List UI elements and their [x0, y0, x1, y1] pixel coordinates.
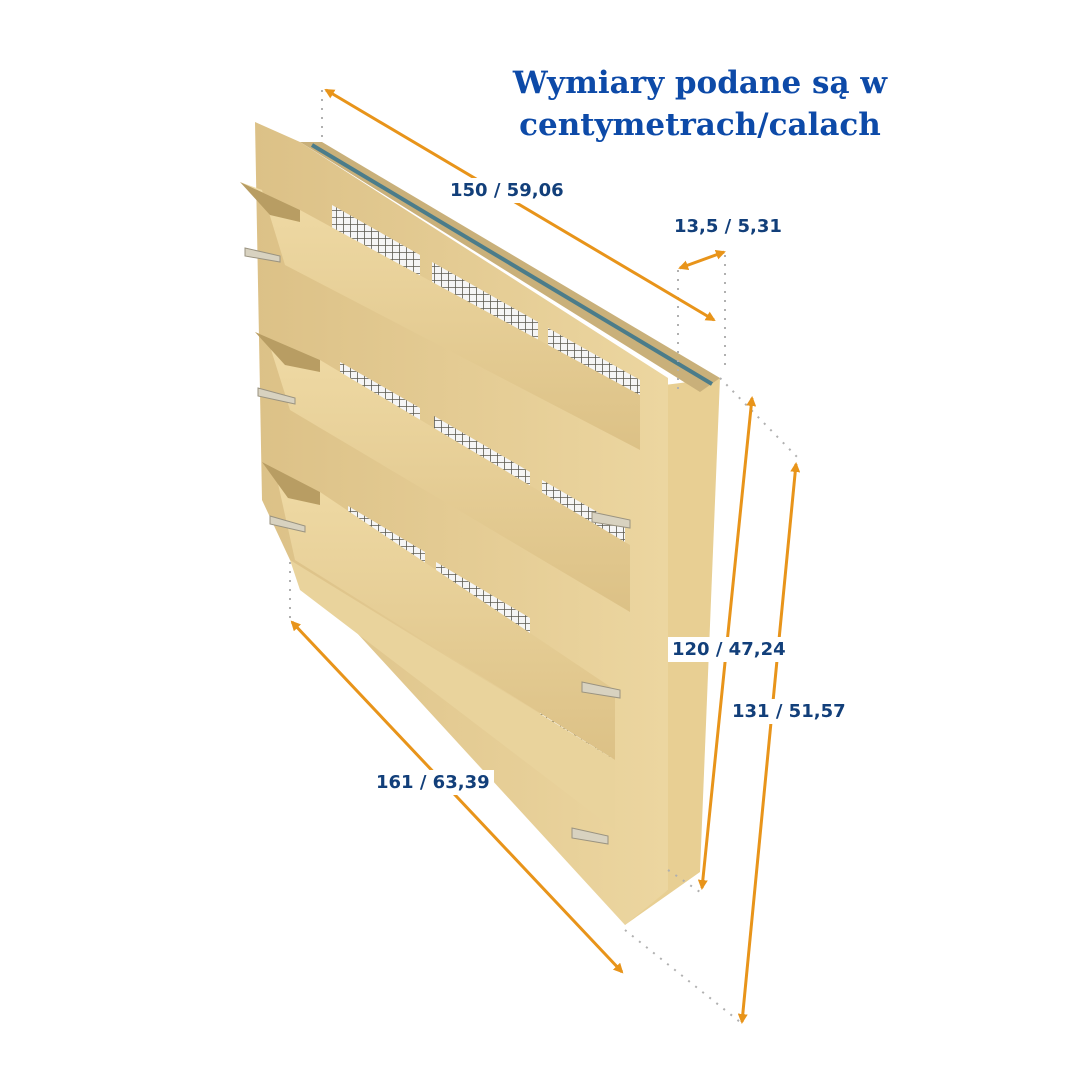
dimension-width-top: 150 / 59,06	[446, 178, 568, 203]
arrow-width-bottom	[290, 620, 624, 974]
arrow-height-outer	[737, 462, 801, 1024]
title-line-1: Wymiary podane są w	[512, 65, 888, 101]
dimension-depth: 13,5 / 5,31	[670, 214, 786, 239]
title-line-2: centymetrach/calach	[519, 107, 881, 143]
arrow-width-top	[324, 88, 716, 322]
dimension-width-bottom: 161 / 63,39	[372, 770, 494, 795]
dimension-height-inner: 120 / 47,24	[668, 637, 790, 662]
dimension-arrows	[290, 88, 801, 1024]
dimension-height-outer: 131 / 51,57	[728, 699, 850, 724]
louver-blade	[255, 332, 630, 612]
page-title: Wymiary podane są w centymetrach/calach	[480, 62, 920, 146]
arrow-depth	[678, 250, 726, 270]
